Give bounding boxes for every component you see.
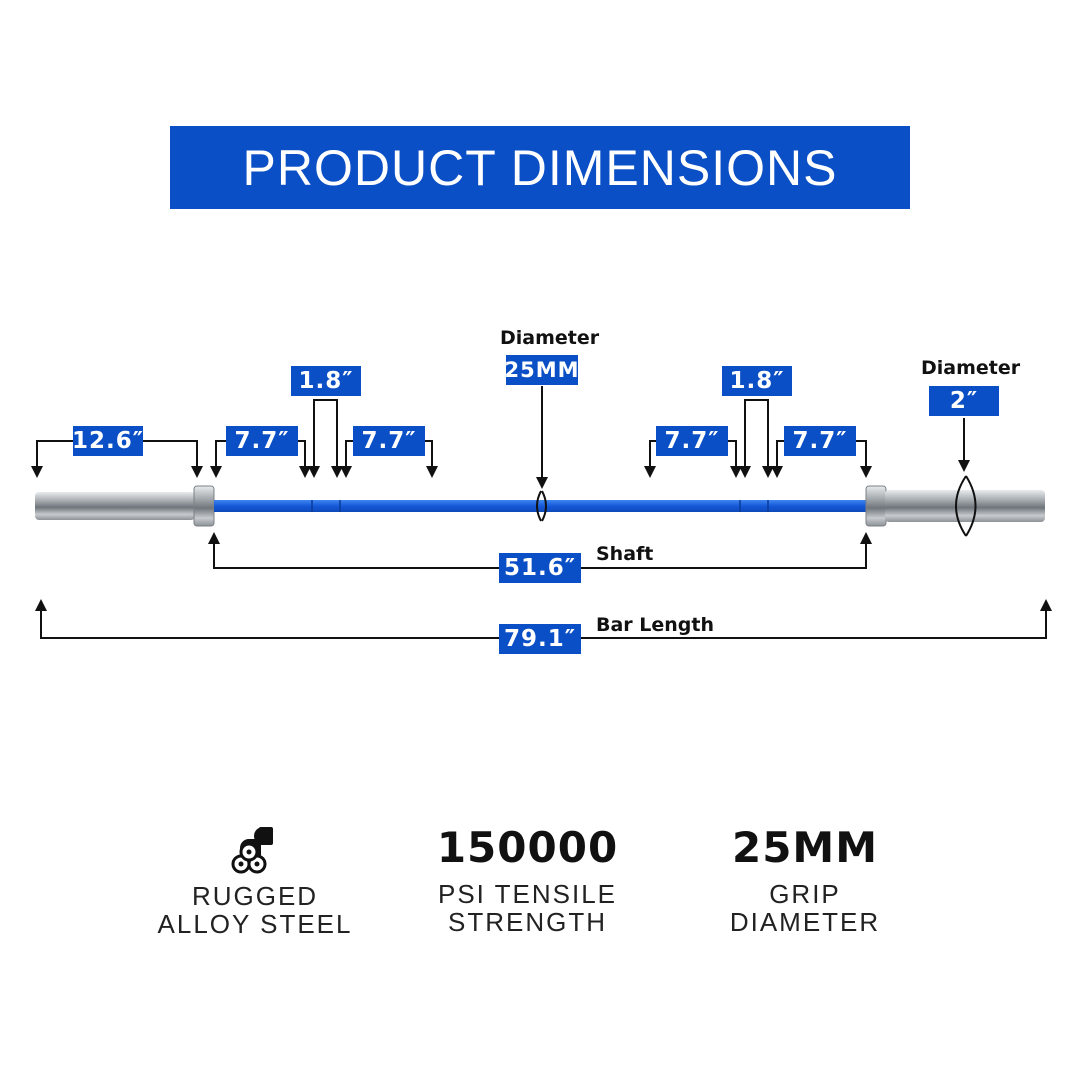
feature-tensile-strength: 150000 PSI TENSILE STRENGTH: [415, 823, 640, 936]
sleeve-length-label: 12.6″: [71, 426, 145, 456]
shaft: [214, 500, 867, 512]
shaft-diameter-caption: Diameter: [500, 327, 600, 349]
feature-text-line1: PSI TENSILE: [437, 879, 618, 909]
barbell: [35, 485, 1045, 527]
left-collar: [193, 485, 215, 527]
knurl-left-outer-label: 7.7″: [226, 426, 298, 456]
title-banner: PRODUCT DIMENSIONS: [170, 126, 910, 209]
feature-text-line2: DIAMETER: [729, 907, 881, 937]
feature-headline: 150000: [436, 823, 619, 872]
alloy-steel-icon: [231, 827, 273, 874]
feature-text-line1: RUGGED: [191, 881, 319, 911]
knurl-right-mark-label: 1.8″: [722, 366, 792, 396]
shaft-caption: Shaft: [596, 543, 654, 565]
knurl-right-outer-label: 7.7″: [784, 426, 856, 456]
feature-alloy-steel: RUGGED ALLOY STEEL: [150, 826, 360, 938]
left-sleeve: [35, 492, 195, 520]
knurl-right-inner-label: 7.7″: [656, 426, 728, 456]
feature-text-line2: STRENGTH: [448, 907, 607, 937]
shaft-length-label: 51.6″: [499, 553, 581, 583]
bar-length-label: 79.1″: [499, 624, 581, 654]
feature-text-line1: GRIP: [769, 879, 841, 909]
right-collar: [865, 485, 887, 527]
right-sleeve: [885, 490, 1045, 522]
feature-grip-diameter: 25MM GRIP DIAMETER: [700, 823, 910, 936]
shaft-diameter-value: 25MM: [504, 355, 579, 385]
shaft-diameter-ring: [536, 490, 547, 522]
bar-length-caption: Bar Length: [596, 614, 715, 636]
knurl-left-inner-label: 7.7″: [353, 426, 425, 456]
sleeve-diameter-value: 2″: [929, 386, 999, 416]
page-title: PRODUCT DIMENSIONS: [242, 139, 838, 196]
feature-text-line2: ALLOY STEEL: [157, 909, 353, 939]
sleeve-diameter-caption: Diameter: [921, 357, 1021, 379]
knurl-left-mark-label: 1.8″: [291, 366, 361, 396]
sleeve-diameter-ring: [955, 475, 977, 537]
feature-headline: 25MM: [731, 823, 879, 872]
